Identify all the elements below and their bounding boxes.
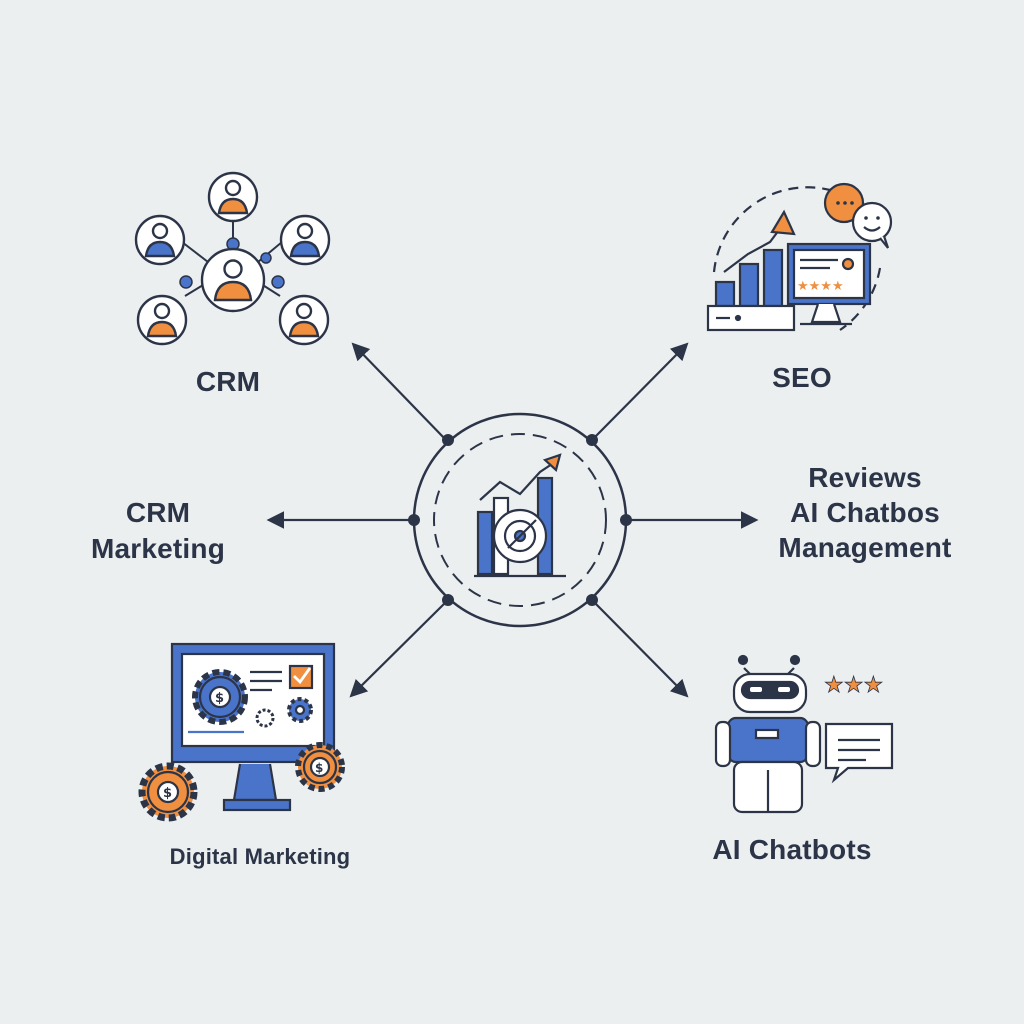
svg-text:$: $	[315, 761, 323, 775]
crm-marketing-line-2: Marketing	[90, 532, 226, 564]
crm-marketing-line-1: CRM	[125, 497, 191, 528]
connector-digital-marketing	[349, 599, 449, 698]
digital-marketing-label: Digital Marketing	[169, 844, 351, 869]
svg-text:$: $	[215, 691, 224, 706]
crm-marketing-label: CRM Marketing	[58, 495, 258, 567]
reviews-line-2: AI Chatbos	[790, 497, 940, 528]
ai-chatbots-label: AI Chatbots	[712, 834, 872, 865]
person-avatars	[134, 171, 331, 346]
svg-text:★★★★: ★★★★	[797, 279, 844, 294]
orange-gear-icon: $ $	[138, 742, 345, 822]
connector-seo	[591, 342, 689, 441]
growth-target-icon	[474, 453, 566, 578]
connectors	[266, 342, 759, 698]
robot-chat-icon: ★★★	[714, 654, 894, 814]
seo-label: SEO	[772, 362, 832, 393]
monitor-gears-icon: $ $ $	[138, 642, 345, 822]
blue-gear-icon: $	[192, 669, 248, 725]
crm-label: CRM	[195, 366, 261, 397]
people-network-icon	[134, 171, 331, 346]
connector-ai-chatbots	[591, 599, 689, 698]
svg-text:$: $	[163, 786, 172, 801]
connector-dots	[408, 434, 632, 606]
reviews-line-3: Management	[778, 532, 952, 563]
reviews-label: Reviews AI Chatbos Management	[745, 460, 985, 565]
seo-analytics-icon: ★★★★	[706, 182, 893, 332]
hub-dashed-ring	[433, 433, 607, 607]
reviews-line-1: Reviews	[808, 462, 922, 493]
svg-text:★★★: ★★★	[824, 673, 883, 698]
connector-crm	[351, 342, 447, 441]
